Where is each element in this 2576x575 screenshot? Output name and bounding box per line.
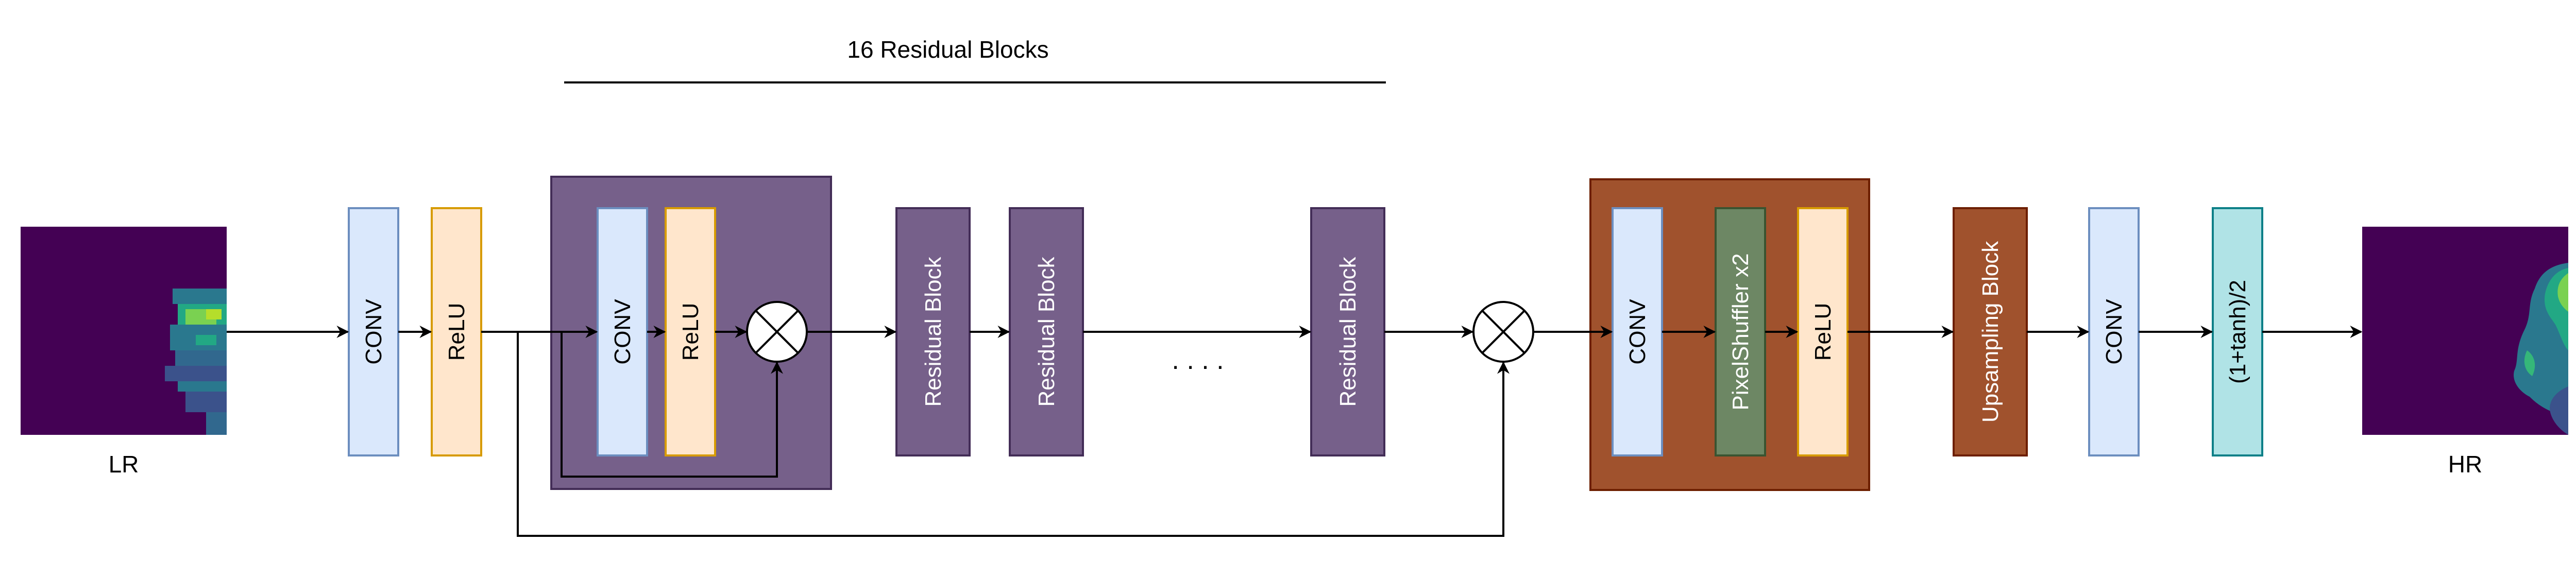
upsample-conv-block [1612,207,1663,456]
relu-block [431,207,482,456]
pixel-shuffler-label: PixelShuffler x2 [1728,253,1753,411]
connections [227,326,2363,537]
relu-label: ReLU [444,303,469,361]
ellipsis: . . . . [1172,345,1224,375]
lr-input-image [21,227,227,435]
arrow-inner-skip [561,332,783,478]
tanh-block [2212,207,2263,456]
residual-multiply-icon [746,301,808,363]
upsample-relu-label: ReLU [1810,303,1836,361]
pixel-shuffler-block [1715,207,1766,456]
residual-block-1 [895,207,971,456]
residual-block-16 [1310,207,1385,456]
final-conv-block [2088,207,2140,456]
arrow-long-skip [517,332,1510,537]
upsampling-block-label: Upsampling Block [1978,241,2003,422]
conv-label: CONV [361,299,386,365]
hr-label: HR [2448,451,2482,478]
skip-multiply-icon [1472,301,1534,363]
residual-relu-label: ReLU [678,303,703,361]
title: 16 Residual Blocks [847,36,1048,63]
residual-block-1-label: Residual Block [921,256,946,407]
lr-label: LR [109,451,139,478]
upsample-relu-block [1797,207,1849,456]
upsample-conv-label: CONV [1625,299,1650,365]
hr-output-image [2362,227,2568,435]
tanh-label: (1+tanh)/2 [2225,280,2250,384]
upsampling-block [1953,207,2028,456]
residual-conv-block [597,207,648,456]
residual-block-16-label: Residual Block [1335,256,1361,407]
residual-conv-label: CONV [610,299,635,365]
final-conv-label: CONV [2102,299,2127,365]
residual-block-2-label: Residual Block [1034,256,1059,407]
